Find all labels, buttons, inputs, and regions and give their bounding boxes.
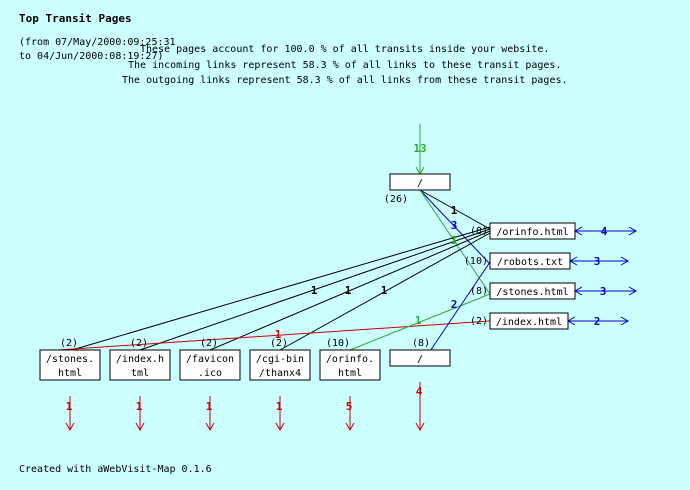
page-node-box-b_cgi — [249, 349, 311, 381]
exit-link-label-b_favicon: 1 — [206, 400, 213, 413]
page-node-box-b_favicon — [179, 349, 241, 381]
page-node-label-b_favicon-line2: .ico — [198, 368, 222, 379]
link-label-orinfo-to-b_index: 1 — [345, 284, 352, 297]
exit-link-label-b_orinfo: 5 — [346, 400, 353, 413]
summary-line-transits: These pages account for 100.0 % of all t… — [140, 44, 550, 55]
page-node-label-b_orinfo-line2: html — [338, 368, 362, 379]
date-range-to: to 04/Jun/2000:08:19:27) — [19, 51, 164, 62]
link-label-root_top-to-stones: 1 — [451, 234, 458, 247]
link-label-orinfo-to-b_stones: 1 — [311, 284, 318, 297]
page-node-count-b_favicon: (2) — [200, 338, 218, 349]
page-node-box-b_root — [389, 349, 451, 367]
exit-link-label-b_root: 4 — [416, 385, 423, 398]
page-node-label-index-line1: /index.html — [496, 317, 562, 328]
page-node-label-b_index-line1: /index.h — [116, 354, 164, 365]
link-line-b_orinfo-to-stones — [349, 293, 491, 351]
exit-arrow-head-b_stones — [65, 422, 75, 432]
exit-link-label-b_stones: 1 — [66, 400, 73, 413]
page-node-box-stones — [489, 282, 576, 300]
page-node-count-b_index: (2) — [130, 338, 148, 349]
page-node-label-b_stones-line2: html — [58, 368, 82, 379]
page-node-label-b_index-line2: tml — [131, 368, 149, 379]
page-node-box-b_index — [109, 349, 171, 381]
external-link-label-orinfo: 4 — [601, 225, 608, 238]
page-node-label-b_cgi-line1: /cgi-bin — [256, 354, 304, 365]
page-node-count-b_orinfo: (10) — [326, 338, 350, 349]
page-node-box-orinfo — [489, 222, 576, 240]
page-node-count-root_top: (26) — [384, 194, 408, 205]
page-title: Top Transit Pages — [19, 12, 132, 25]
exit-arrow-head-b_index — [135, 422, 145, 432]
page-node-box-root_top — [389, 173, 451, 191]
link-line-orinfo-to-b_stones — [71, 226, 491, 351]
link-line-orinfo-to-b_favicon — [209, 230, 491, 351]
page-node-box-b_stones — [39, 349, 101, 381]
page-node-count-b_root: (8) — [412, 338, 430, 349]
external-arrow-head-robots — [620, 256, 630, 266]
exit-arrow-head-b_orinfo — [345, 422, 355, 432]
link-label-root_top-to-orinfo: 1 — [451, 204, 458, 217]
entry-link-label: 13 — [413, 142, 426, 155]
link-label-b_orinfo-to-stones: 1 — [415, 314, 422, 327]
page-node-label-b_stones-line1: /stones. — [46, 354, 94, 365]
link-label-b_root-to-robots: 2 — [451, 298, 458, 311]
page-node-count-orinfo: (8) — [470, 226, 488, 237]
link-line-root_top-to-orinfo — [419, 189, 491, 230]
page-node-label-robots-line1: /robots.txt — [497, 257, 563, 268]
page-node-label-stones-line1: /stones.html — [496, 287, 568, 298]
page-node-label-b_cgi-line2: /thanx4 — [259, 368, 301, 379]
page-node-count-b_stones: (2) — [60, 338, 78, 349]
page-node-label-b_root-line1: / — [417, 354, 423, 365]
external-link-label-stones: 3 — [600, 285, 607, 298]
link-line-orinfo-to-b_cgi — [279, 232, 491, 351]
summary-line-outgoing: The outgoing links represent 58.3 % of a… — [122, 75, 568, 86]
exit-arrow-head-b_cgi — [275, 422, 285, 432]
link-line-index-to-b_stones — [57, 320, 491, 351]
external-arrow-head-index — [620, 316, 630, 326]
page-node-label-root_top-line1: / — [417, 178, 423, 189]
link-line-b_root-to-robots — [419, 261, 491, 367]
exit-link-label-b_cgi: 1 — [276, 400, 283, 413]
summary-line-incoming: The incoming links represent 58.3 % of a… — [128, 60, 562, 71]
page-node-count-robots: (10) — [464, 256, 488, 267]
external-arrow-head-stones — [628, 286, 638, 296]
page-node-count-stones: (8) — [470, 286, 488, 297]
page-node-box-b_orinfo — [319, 349, 381, 381]
page-node-count-b_cgi: (2) — [270, 338, 288, 349]
exit-link-label-b_index: 1 — [136, 400, 143, 413]
date-range-from: (from 07/May/2000:09:25:31 — [19, 37, 176, 48]
page-node-label-b_favicon-line1: /favicon — [186, 354, 234, 365]
link-label-orinfo-to-b_favicon: 1 — [381, 284, 388, 297]
external-link-label-index: 2 — [594, 315, 601, 328]
link-line-orinfo-to-b_index — [139, 228, 491, 351]
page-nodes: /(26)/orinfo.html(8)/robots.txt(10)/ston… — [39, 173, 576, 381]
external-arrow-head-orinfo — [628, 226, 638, 236]
footer-credit: Created with aWebVisit-Map 0.1.6 — [19, 464, 212, 475]
exit-arrow-head-b_root — [415, 422, 425, 432]
page-node-box-index — [489, 312, 569, 330]
page-node-label-b_orinfo-line1: /orinfo. — [326, 354, 374, 365]
page-node-box-robots — [489, 252, 571, 270]
link-label-index-to-b_stones: 1 — [275, 328, 282, 341]
page-node-count-index: (2) — [470, 316, 488, 327]
page-node-label-orinfo-line1: /orinfo.html — [496, 227, 568, 238]
link-label-root_top-to-robots: 3 — [451, 219, 458, 232]
link-line-root_top-to-robots — [419, 189, 491, 265]
link-line-root_top-to-stones — [419, 189, 491, 295]
exit-arrow-head-b_favicon — [205, 422, 215, 432]
external-link-label-robots: 3 — [594, 255, 601, 268]
link-lines — [57, 124, 638, 432]
